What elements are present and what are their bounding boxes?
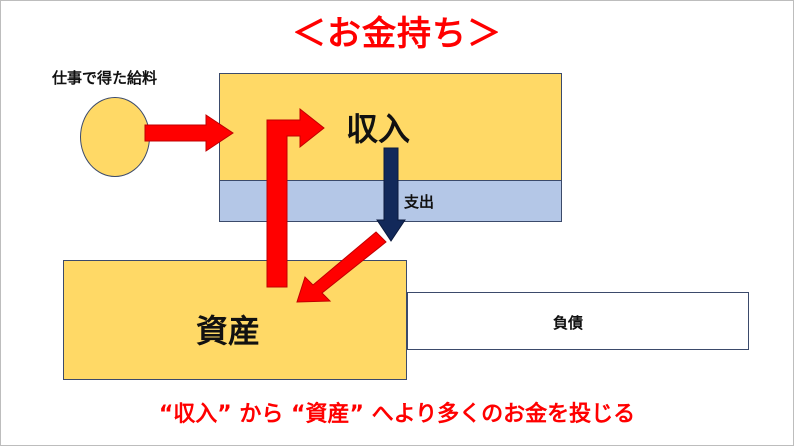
arrow-expense-down — [376, 147, 406, 242]
liability-box — [407, 292, 749, 350]
income-label: 収入 — [346, 110, 411, 148]
expense-label: 支出 — [404, 193, 435, 211]
asset-box — [63, 260, 407, 380]
page-title: ＜お金持ち＞ — [292, 14, 502, 54]
arrow-to-assets — [296, 231, 387, 303]
arrow-salary-to-income — [144, 114, 234, 152]
salary-label: 仕事で得た給料 — [52, 69, 158, 87]
liability-label: 負債 — [553, 314, 584, 332]
arrow-assets-to-income — [266, 107, 325, 288]
asset-label: 資産 — [196, 312, 261, 350]
footer-caption: “収入” から “資産” へより多くのお金を投じる — [158, 402, 636, 427]
salary-circle — [80, 97, 150, 177]
